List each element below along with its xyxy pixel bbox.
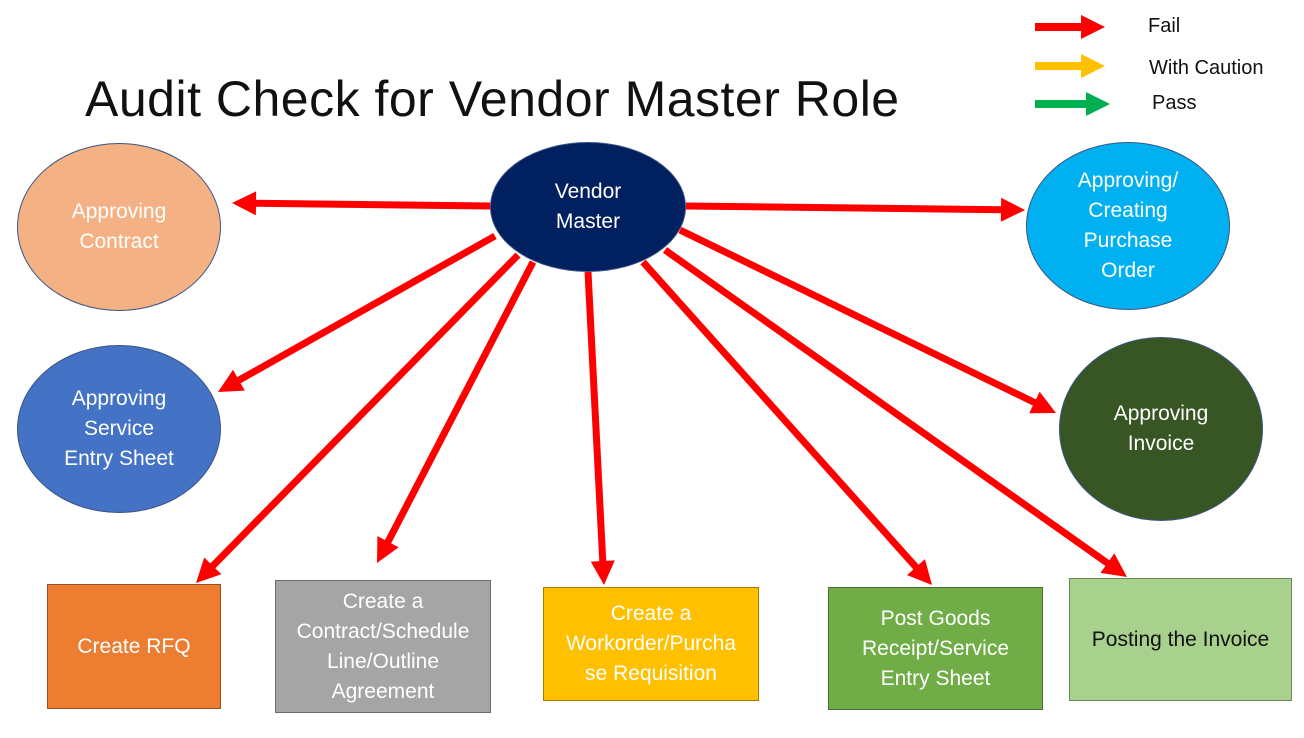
posting-invoice-node[interactable]: Posting the Invoice [1069, 578, 1292, 701]
connector-arrow-approving-creating-po [685, 197, 1025, 222]
legend-caution-label: With Caution [1149, 57, 1264, 79]
approving-service-entry-sheet-node[interactable]: Approving Service Entry Sheet [17, 345, 221, 513]
connector-arrow-create-workorder [584, 271, 615, 585]
connector-arrow-approving-contract [232, 191, 491, 216]
connectors [196, 191, 1127, 585]
connector-arrow-approving-ses [218, 232, 497, 392]
page-title: Audit Check for Vendor Master Role [85, 71, 900, 127]
approving-creating-po-node[interactable]: Approving/ Creating Purchase Order [1026, 142, 1230, 310]
vendor-master-node[interactable]: Vendor Master [490, 142, 686, 272]
connector-arrow-create-contract [377, 260, 537, 563]
approving-contract-node[interactable]: Approving Contract [17, 143, 221, 311]
connector-arrow-post-goods-receipt [640, 259, 932, 585]
legend-arrow-with-caution [1035, 54, 1105, 78]
legend-fail-label: Fail [1148, 15, 1181, 37]
legend-pass-label: Pass [1152, 92, 1197, 114]
connector-arrow-approving-invoice [678, 226, 1056, 414]
legend-arrow-pass [1035, 92, 1110, 116]
create-contract-node[interactable]: Create a Contract/Schedule Line/Outline … [275, 580, 491, 713]
legend-arrows [1035, 15, 1110, 116]
create-workorder-node[interactable]: Create a Workorder/Purcha se Requisition [543, 587, 759, 701]
create-rfq-node[interactable]: Create RFQ [47, 584, 221, 709]
legend-arrow-fail [1035, 15, 1105, 39]
approving-invoice-node[interactable]: Approving Invoice [1059, 337, 1263, 521]
post-goods-receipt-node[interactable]: Post Goods Receipt/Service Entry Sheet [828, 587, 1043, 710]
connector-arrow-create-rfq [196, 252, 521, 583]
connector-arrow-posting-invoice [662, 247, 1127, 577]
